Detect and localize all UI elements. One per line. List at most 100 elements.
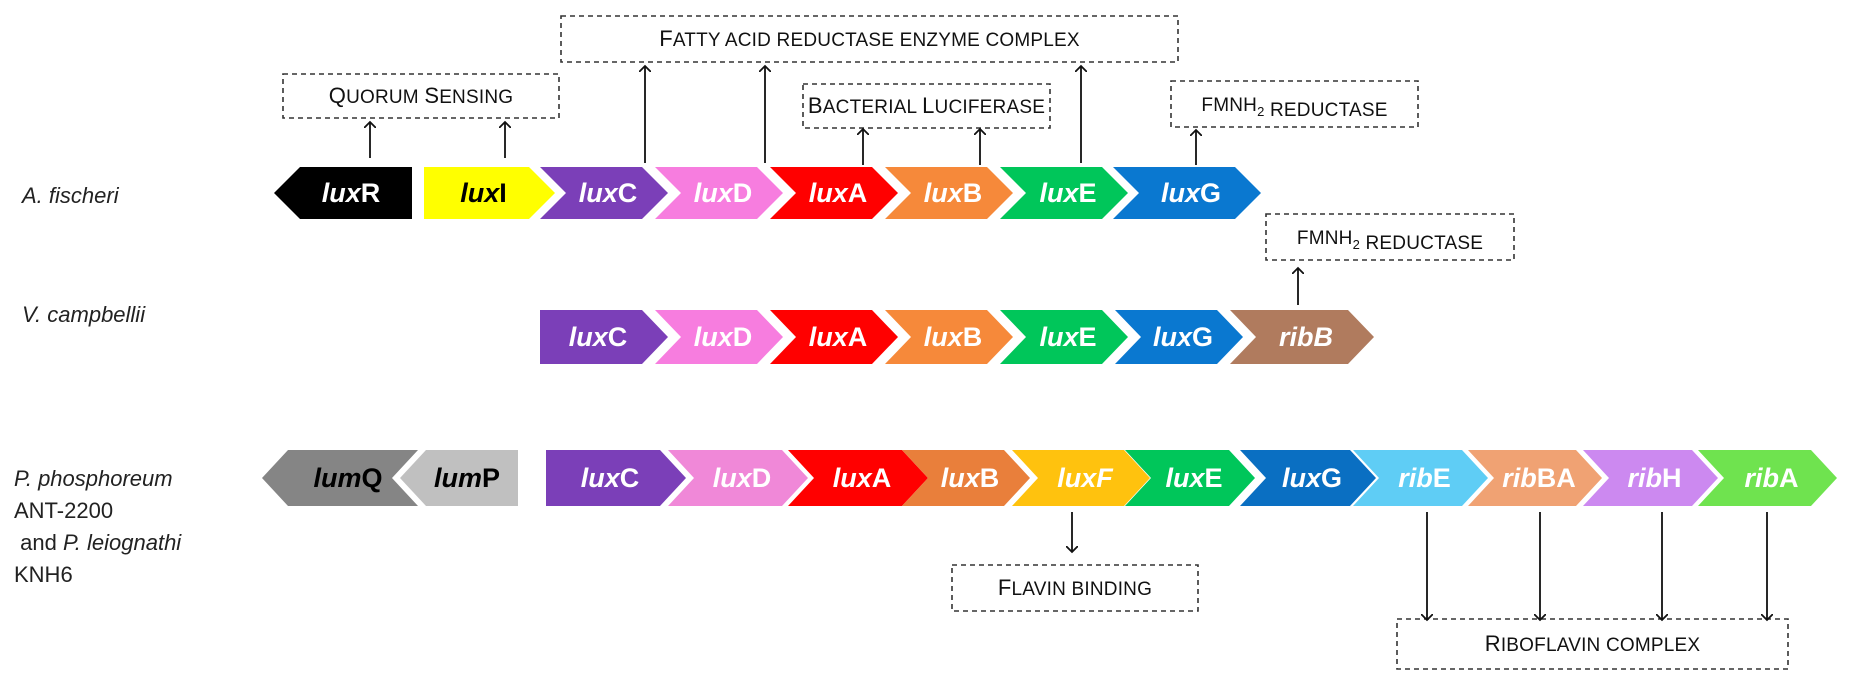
gene-label: luxG xyxy=(1282,463,1342,493)
gene-lumP: lumP xyxy=(400,450,518,506)
gene-label: ribA xyxy=(1744,463,1798,493)
gene-luxF: luxF xyxy=(1012,450,1150,506)
gene-label: luxG xyxy=(1161,178,1221,208)
gene-label: luxA xyxy=(809,322,868,352)
gene-label: luxD xyxy=(694,178,753,208)
gene-arrow-shape xyxy=(1468,450,1602,506)
function-label: RIBOFLAVIN COMPLEX xyxy=(1485,631,1701,656)
gene-label: luxE xyxy=(1039,178,1096,208)
function-box-7: RIBOFLAVIN COMPLEX xyxy=(1396,618,1789,670)
gene-luxI: luxI xyxy=(424,167,555,219)
function-box-5: FMNH2 REDUCTASE xyxy=(1265,213,1515,261)
gene-luxD: luxD xyxy=(655,167,783,219)
gene-arrow-shape xyxy=(546,450,686,506)
gene-luxA: luxA xyxy=(770,167,898,219)
connector-arrows xyxy=(370,66,1767,620)
gene-label: ribE xyxy=(1398,463,1451,493)
gene-label: ribB xyxy=(1279,322,1333,352)
gene-arrow-shape xyxy=(1698,450,1837,506)
gene-arrow-shape xyxy=(1000,310,1128,364)
gene-label: lumQ xyxy=(313,463,382,493)
gene-label: luxC xyxy=(579,178,638,208)
gene-luxD: luxD xyxy=(668,450,808,506)
function-box-4: FMNH2 REDUCTASE xyxy=(1170,80,1419,128)
gene-label: luxC xyxy=(581,463,640,493)
gene-label: luxA xyxy=(809,178,868,208)
gene-arrow-shape xyxy=(400,450,518,506)
gene-arrow-shape xyxy=(540,310,668,364)
gene-label: luxB xyxy=(941,463,1000,493)
gene-arrow-shape xyxy=(1115,310,1243,364)
gene-luxC: luxC xyxy=(540,310,668,364)
function-label: BACTERIAL LUCIFERASE xyxy=(808,93,1045,118)
gene-arrow-shape xyxy=(262,450,418,506)
function-box-6: FLAVIN BINDING xyxy=(951,564,1199,612)
gene-arrow-shape xyxy=(668,450,808,506)
gene-label: ribBA xyxy=(1502,463,1576,493)
gene-row-3: lumQ lumP luxC luxD luxA luxB luxF luxE luxG ribE… xyxy=(262,450,1837,506)
gene-luxG: luxG xyxy=(1113,167,1261,219)
gene-label: luxF xyxy=(1057,463,1114,493)
gene-label: lumP xyxy=(434,463,500,493)
gene-luxG: luxG xyxy=(1240,450,1376,506)
gene-arrow-shape xyxy=(788,450,928,506)
function-box-3: BACTERIAL LUCIFERASE xyxy=(802,83,1051,129)
gene-luxE: luxE xyxy=(1000,310,1128,364)
gene-arrow-shape xyxy=(424,167,555,219)
gene-arrow-shape xyxy=(885,167,1013,219)
gene-arrow-shape xyxy=(1583,450,1718,506)
gene-label: luxG xyxy=(1153,322,1213,352)
gene-label: ribH xyxy=(1627,463,1681,493)
gene-label: luxE xyxy=(1039,322,1096,352)
gene-lumQ: lumQ xyxy=(262,450,418,506)
gene-luxE: luxE xyxy=(1000,167,1128,219)
gene-luxB: luxB xyxy=(885,310,1013,364)
gene-luxA: luxA xyxy=(788,450,928,506)
function-box-1: QUORUM SENSING xyxy=(282,73,560,119)
gene-luxA: luxA xyxy=(770,310,898,364)
gene-label: luxC xyxy=(569,322,628,352)
gene-luxG: luxG xyxy=(1115,310,1243,364)
gene-arrow-shape xyxy=(1240,450,1376,506)
gene-arrow-shape xyxy=(655,310,783,364)
gene-ribB: ribB xyxy=(1230,310,1374,364)
gene-arrow-shape xyxy=(770,310,898,364)
function-label: QUORUM SENSING xyxy=(329,83,513,108)
gene-luxD: luxD xyxy=(655,310,783,364)
gene-label: luxB xyxy=(924,178,983,208)
gene-label: luxD xyxy=(713,463,772,493)
function-label: FLAVIN BINDING xyxy=(998,575,1152,600)
gene-luxC: luxC xyxy=(546,450,686,506)
gene-arrow-shape xyxy=(1000,167,1128,219)
gene-arrow-shape xyxy=(1230,310,1374,364)
gene-arrow-shape xyxy=(655,167,783,219)
gene-luxR: luxR xyxy=(274,167,412,219)
gene-row-2: luxC luxD luxA luxB luxE luxG ribB xyxy=(540,310,1374,364)
function-label: FATTY ACID REDUCTASE ENZYME COMPLEX xyxy=(659,26,1080,51)
organism-label-1: A. fischeri xyxy=(20,183,120,208)
function-box-2: FATTY ACID REDUCTASE ENZYME COMPLEX xyxy=(560,15,1179,63)
gene-luxC: luxC xyxy=(540,167,668,219)
gene-ribH: ribH xyxy=(1583,450,1718,506)
gene-arrow-shape xyxy=(1353,450,1488,506)
gene-arrow-shape xyxy=(885,310,1013,364)
gene-label: luxE xyxy=(1165,463,1222,493)
function-label: FMNH2 REDUCTASE xyxy=(1201,95,1387,121)
gene-arrow-shape xyxy=(1113,167,1261,219)
gene-arrow-shape xyxy=(770,167,898,219)
gene-arrow-shape xyxy=(1125,450,1255,506)
gene-ribA: ribA xyxy=(1698,450,1837,506)
gene-label: luxD xyxy=(694,322,753,352)
gene-ribE: ribE xyxy=(1353,450,1488,506)
gene-arrow-shape xyxy=(1012,450,1150,506)
gene-luxB: luxB xyxy=(885,167,1013,219)
gene-arrow-shape xyxy=(540,167,668,219)
organism-label-2: V. campbellii xyxy=(22,302,146,327)
gene-label: luxA xyxy=(833,463,892,493)
gene-arrow-shape xyxy=(902,450,1030,506)
gene-arrow-shape xyxy=(274,167,412,219)
gene-luxB: luxB xyxy=(902,450,1030,506)
